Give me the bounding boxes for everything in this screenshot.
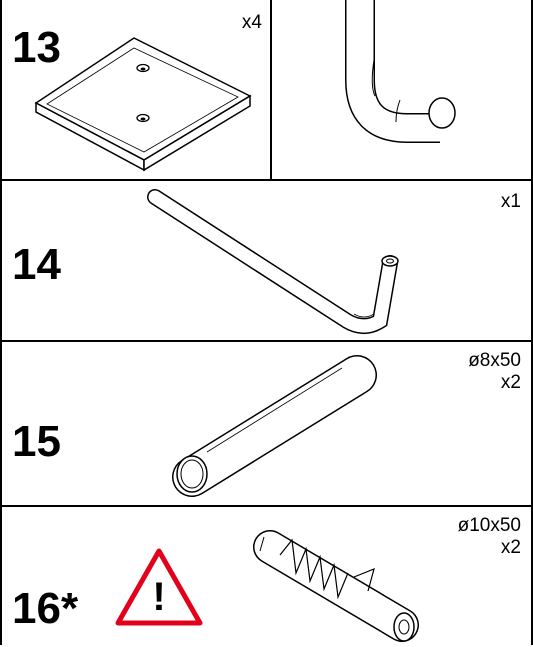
part-16-count: x2 — [500, 536, 521, 558]
part-13-quantity: x4 — [241, 12, 262, 33]
l-shaped-leg-icon — [345, 0, 456, 143]
part-13-cell: 13 x4 — [0, 0, 272, 181]
part-15-diameter-length: ø8x50 — [468, 350, 521, 371]
part-13-number: 13 — [12, 23, 61, 72]
part-14-number: 14 — [12, 240, 61, 289]
warning-triangle-icon — [115, 548, 203, 626]
warning-exclamation: ! — [152, 575, 166, 619]
wooden-dowel-icon — [172, 355, 377, 497]
wall-plug-icon — [253, 530, 419, 642]
part-16-cell: 16* ø10x50 x2 ! — [0, 505, 533, 645]
part-16-number: 16* — [12, 584, 79, 633]
part-15-count: x2 — [500, 371, 521, 393]
part-15-number: 15 — [12, 417, 61, 466]
part-15-cell: 15 ø8x50 x2 — [0, 340, 533, 507]
part-14-quantity: x1 — [500, 191, 521, 212]
part-16-quantity: ø10x50 x2 — [458, 515, 521, 559]
allen-key-icon — [147, 189, 399, 334]
part-leg-cell — [270, 0, 533, 181]
part-15-quantity: ø8x50 x2 — [468, 350, 521, 394]
square-base-plate-icon — [34, 37, 252, 172]
part-14-cell: 14 x1 — [0, 179, 533, 342]
part-16-diameter-length: ø10x50 — [457, 515, 521, 536]
